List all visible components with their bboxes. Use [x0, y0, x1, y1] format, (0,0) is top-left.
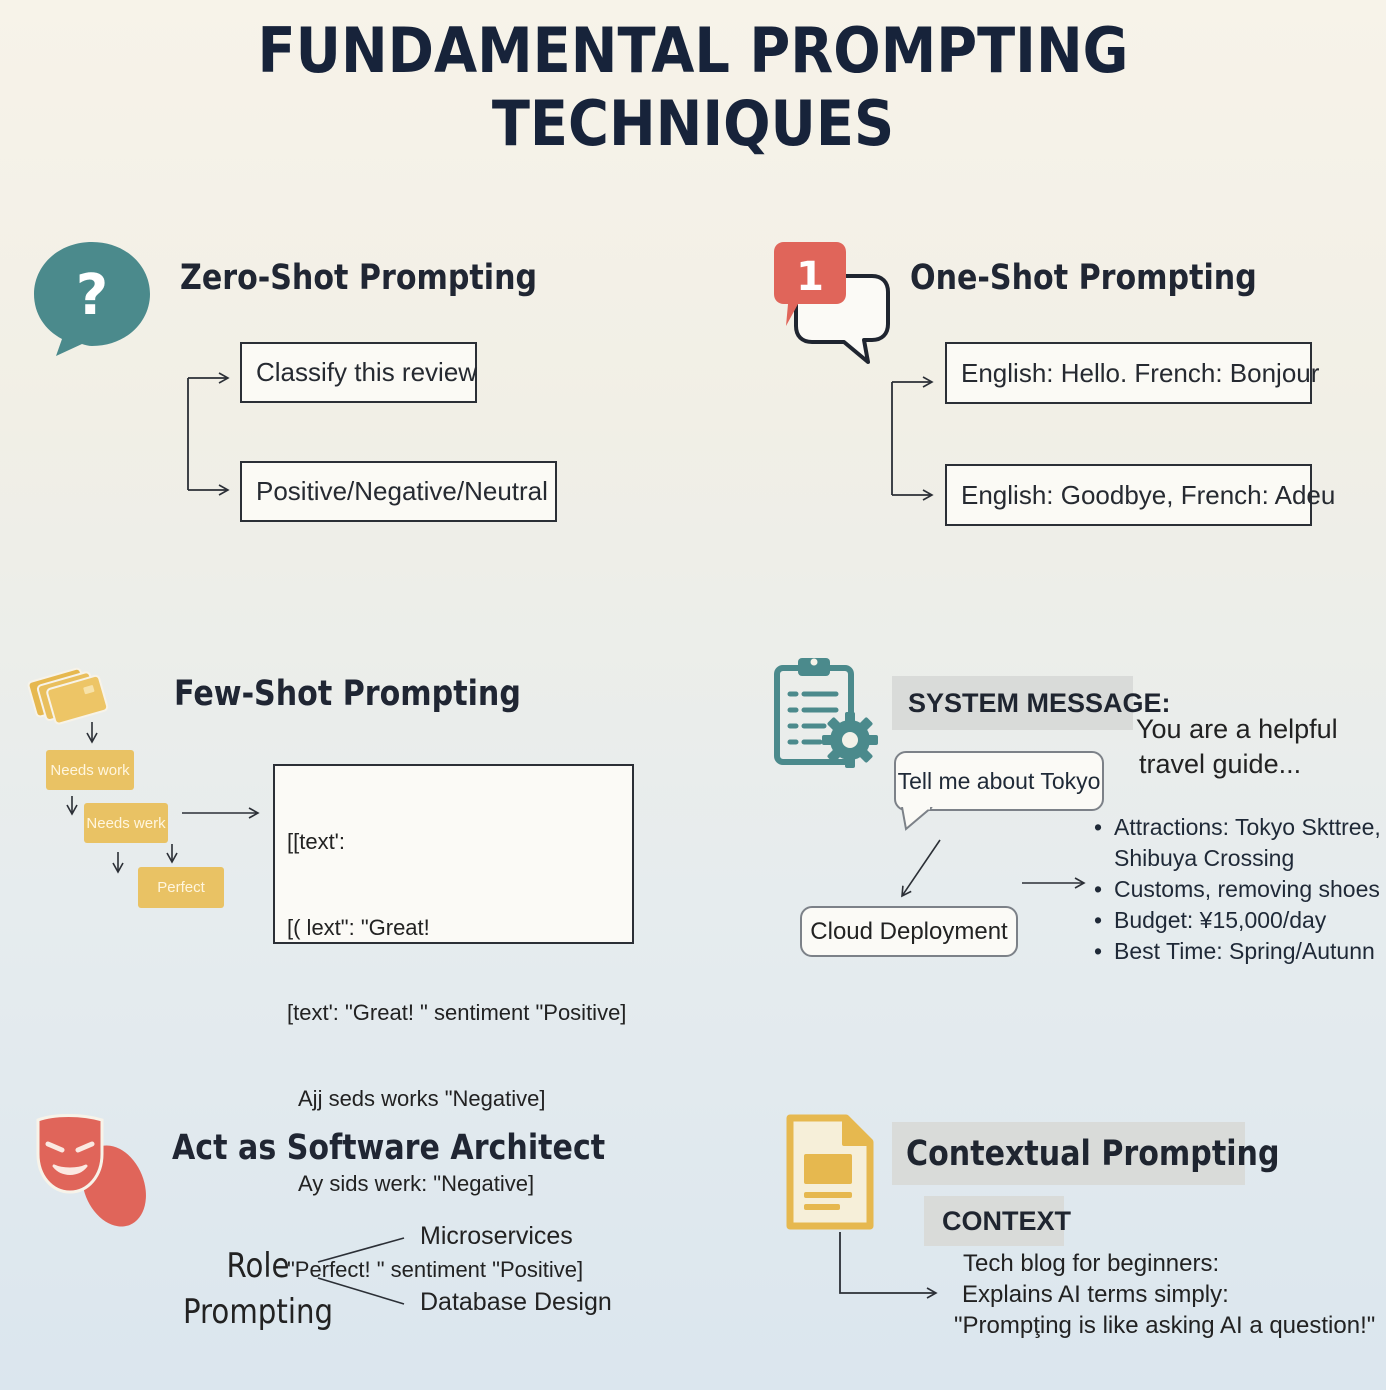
cloud-deployment-box: Cloud Deployment: [800, 906, 1018, 957]
list-item: Customs, removing shoes: [1094, 874, 1381, 905]
example-card: Needs werk: [84, 803, 168, 843]
code-line: Ay sids werk: "Negative]: [287, 1171, 535, 1196]
role-heading: Act as Software Architect: [172, 1128, 606, 1168]
document-icon: [786, 1114, 874, 1230]
cards-icon: [27, 667, 109, 725]
page-title: FUNDAMENTAL PROMPTING TECHNIQUES: [257, 14, 1129, 160]
contextual-heading: Contextual Prompting: [892, 1122, 1280, 1185]
one-shot-heading: One-Shot Prompting: [910, 258, 1257, 298]
system-message-label: SYSTEM MESSAGE:: [892, 676, 1171, 730]
code-line: Ajj seds works "Negative]: [287, 1085, 546, 1111]
system-text-line: travel guide...: [1139, 749, 1302, 779]
context-label: CONTEXT: [924, 1196, 1071, 1246]
context-text: Tech blog for beginners: Explains AI ter…: [954, 1248, 1375, 1341]
few-shot-heading: Few-Shot Prompting: [174, 674, 521, 714]
contextual-heading-text: Contextual Prompting: [906, 1133, 1280, 1174]
user-message-bubble: Tell me about Tokyo: [894, 751, 1104, 811]
system-text-line: You are a helpful: [1136, 714, 1338, 744]
few-shot-code-box: [[text': [( lext": "Great! [text': "Grea…: [273, 764, 634, 1282]
context-line: Explains AI terms simply:: [962, 1281, 1229, 1308]
zero-shot-heading: Zero-Shot Prompting: [180, 258, 538, 298]
example-card: Needs work: [46, 750, 134, 790]
zero-shot-input-box: Classify this review: [240, 342, 477, 403]
one-shot-query-box: English: Goodbye, French: Adeu: [945, 464, 1335, 526]
context-line: "Prompţing is like asking AI a question!…: [954, 1312, 1376, 1339]
context-line: Tech blog for beginners:: [963, 1250, 1220, 1277]
zero-shot-output-box: Positive/Negative/Neutral: [240, 461, 557, 522]
role-branch-database-design: Database Design: [420, 1288, 612, 1316]
response-bullet-list: Attractions: Tokyo Skttree, Shibuya Cros…: [1094, 812, 1381, 967]
code-line: [( lext": "Great!: [287, 914, 430, 940]
context-arrow: [839, 1232, 938, 1299]
bubble-tail: [901, 807, 933, 831]
list-item: Budget: ¥15,000/day: [1094, 905, 1381, 936]
system-message-text: You are a helpful travel guide...: [1136, 712, 1338, 782]
svg-text:1: 1: [796, 254, 824, 300]
list-item: Attractions: Tokyo Skttree,: [1094, 812, 1381, 843]
one-shot-example-box: English: Hello. French: Bonjour: [945, 342, 1319, 404]
code-line: [[text':: [287, 829, 345, 854]
theater-masks-icon: [36, 1114, 146, 1227]
role-label-line: Prompting: [182, 1292, 334, 1332]
example-card: Perfect: [138, 867, 224, 908]
numbered-chat-icon: 1: [774, 242, 890, 364]
question-bubble-icon: ?: [34, 242, 150, 356]
list-item: Best Time: Spring/Autunn: [1094, 936, 1381, 967]
role-prompting-label: Role Prompting: [168, 1243, 348, 1335]
list-item: Shibuya Crossing: [1114, 845, 1295, 871]
role-label-line: Role: [226, 1246, 290, 1286]
role-branch-microservices: Microservices: [420, 1222, 573, 1250]
svg-text:?: ?: [76, 263, 108, 328]
clipboard-gear-icon: [774, 658, 878, 768]
code-line: [text': "Great! " sentiment "Positive]: [287, 1000, 627, 1025]
code-line: "Perfect! " sentiment "Positive]: [287, 1256, 584, 1282]
